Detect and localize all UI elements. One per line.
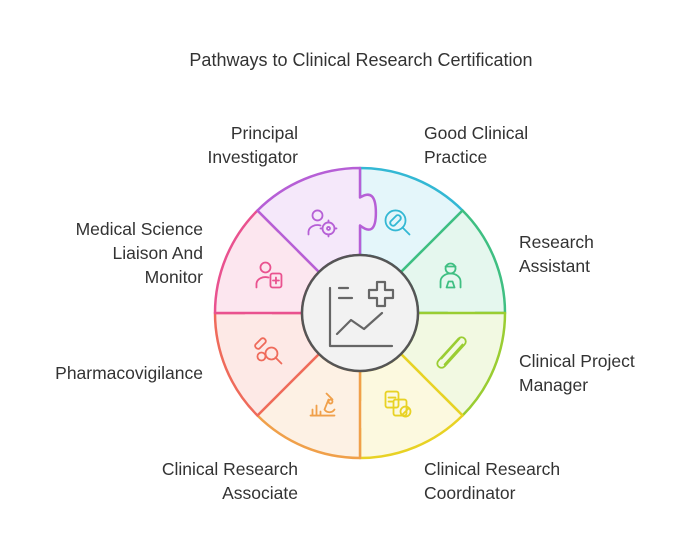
documents-pill-icon bbox=[384, 390, 412, 418]
label-line: Manager bbox=[519, 375, 589, 395]
label-line: Associate bbox=[222, 483, 298, 503]
microscope-chart-icon bbox=[309, 392, 336, 417]
label-line: Assistant bbox=[519, 256, 590, 276]
label-line: Pharmacovigilance bbox=[55, 363, 203, 383]
label-line: Investigator bbox=[207, 147, 298, 167]
label-line: Clinical Project bbox=[519, 351, 635, 371]
label-line: Practice bbox=[424, 147, 488, 167]
person-virus-icon bbox=[307, 209, 338, 238]
chart-plus-icon bbox=[328, 280, 395, 348]
label-pharmacovigilance: Pharmacovigilance bbox=[55, 361, 203, 385]
label-line: Coordinator bbox=[424, 483, 516, 503]
label-line: Clinical Research bbox=[424, 459, 561, 479]
label-line: Monitor bbox=[144, 267, 203, 287]
doctor-clipboard-icon bbox=[255, 261, 283, 289]
label-line: Liaison And bbox=[112, 243, 204, 263]
pill-magnifier-icon bbox=[384, 209, 411, 236]
label-line: Principal bbox=[230, 123, 298, 143]
scientist-icon bbox=[439, 262, 462, 289]
label-line: Clinical Research bbox=[161, 459, 298, 479]
label-line: Medical Science bbox=[75, 219, 203, 239]
diagram-title: Pathways to Clinical Research Certificat… bbox=[189, 50, 533, 70]
bandage-icon bbox=[436, 336, 467, 369]
label-line: Research bbox=[519, 232, 594, 252]
label-line: Good Clinical bbox=[424, 123, 529, 143]
pills-search-icon bbox=[254, 337, 283, 365]
center-hub bbox=[300, 253, 420, 373]
